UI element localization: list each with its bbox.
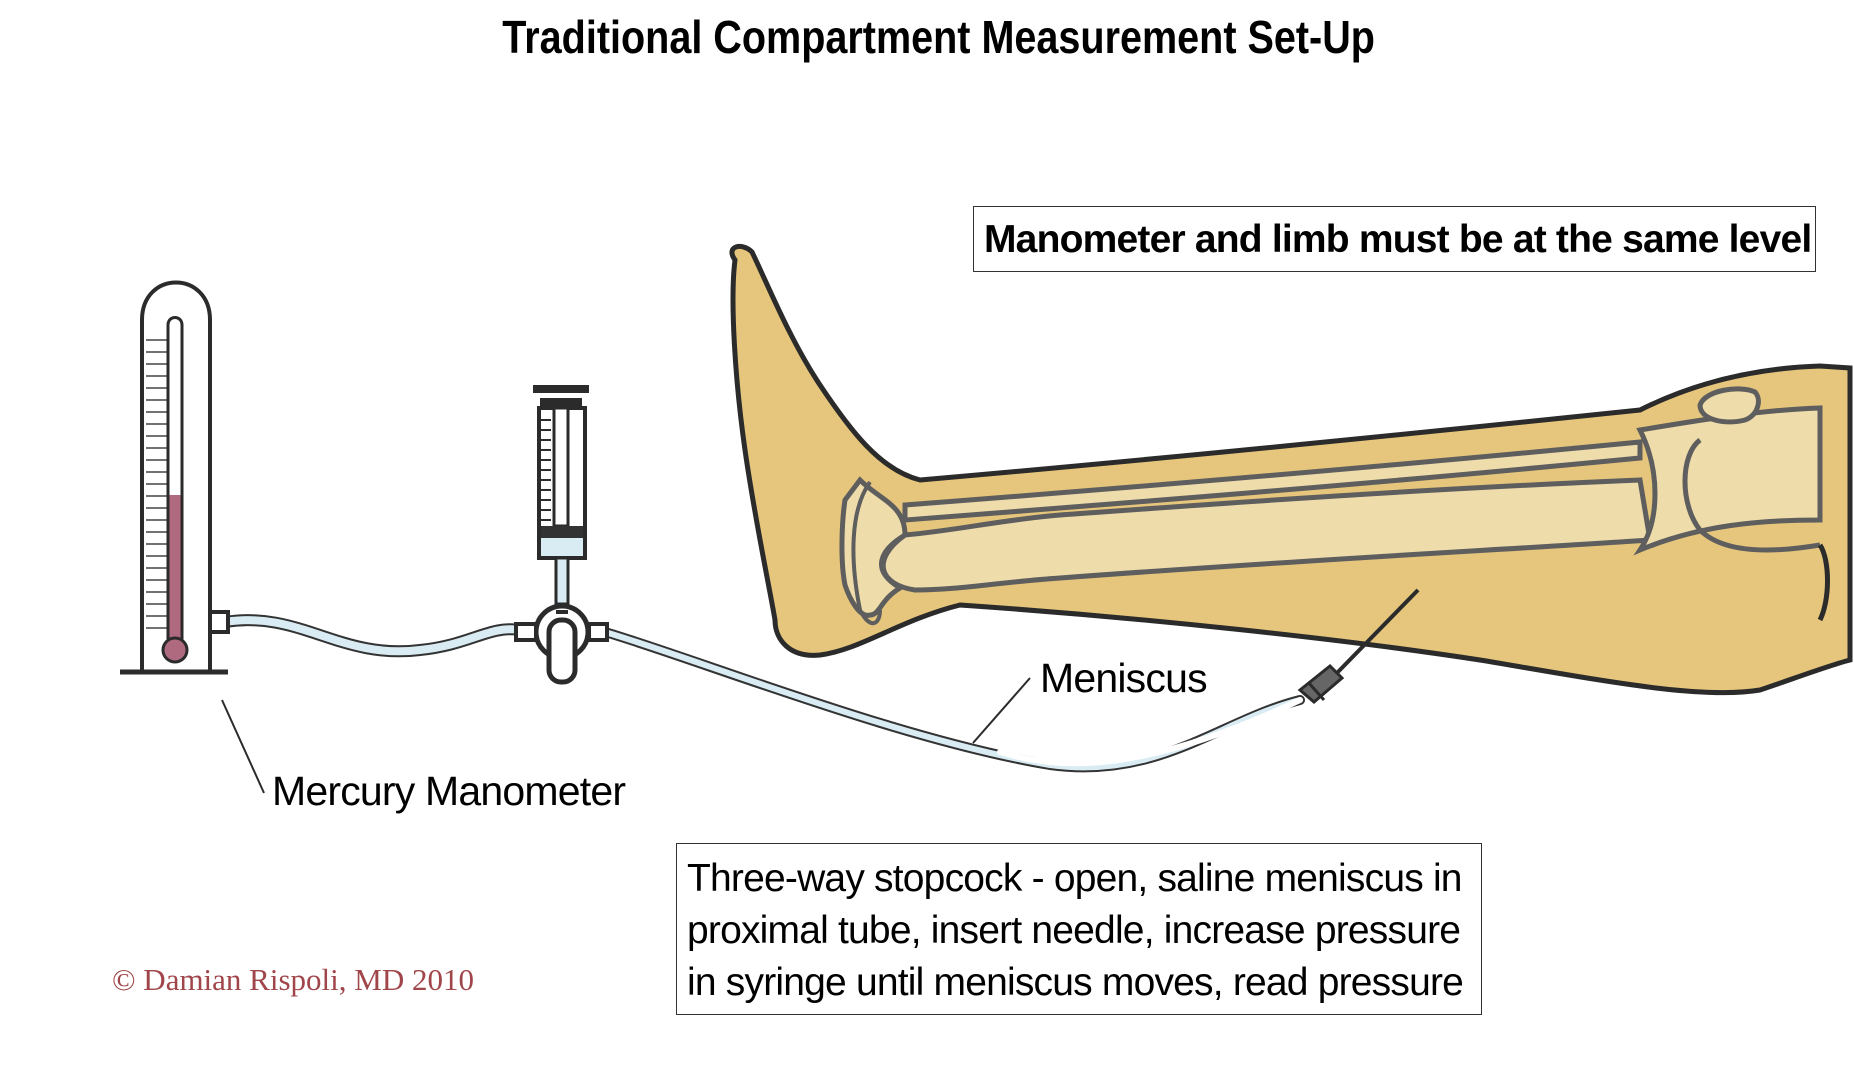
heel-bone [851,480,882,626]
manometer-leader-line [221,699,265,794]
diagram-title: Traditional Compartment Measurement Set-… [502,11,1375,63]
syringe-icon [533,385,589,606]
tubing [219,614,1305,773]
mercury-column [169,495,181,640]
meniscus-leader-line [972,677,1031,744]
procedure-line-2: proximal tube, insert needle, increase p… [687,909,1461,952]
manometer-label: Mercury Manometer [272,768,626,814]
leg-illustration [729,243,1853,696]
knee-outline [1817,543,1830,622]
copyright-text: © Damian Rispoli, MD 2010 [112,962,474,997]
manometer-scale [146,339,170,629]
tibia-bone [880,477,1653,593]
level-note-box: Manometer and limb must be at the same l… [973,206,1816,272]
three-way-stopcock-icon [514,603,609,685]
procedure-line-3: in syringe until meniscus moves, read pr… [687,961,1464,1004]
fibula-bone [902,439,1643,523]
procedure-note-box: Three-way stopcock - open, saline menisc… [676,843,1482,1015]
meniscus-label: Meniscus [1040,655,1208,701]
femur-condyle [1682,438,1821,553]
mercury-manometer-icon [120,280,230,675]
patella [1697,386,1761,425]
procedure-line-1: Three-way stopcock - open, saline menisc… [687,857,1463,900]
needle-icon [1297,588,1420,704]
